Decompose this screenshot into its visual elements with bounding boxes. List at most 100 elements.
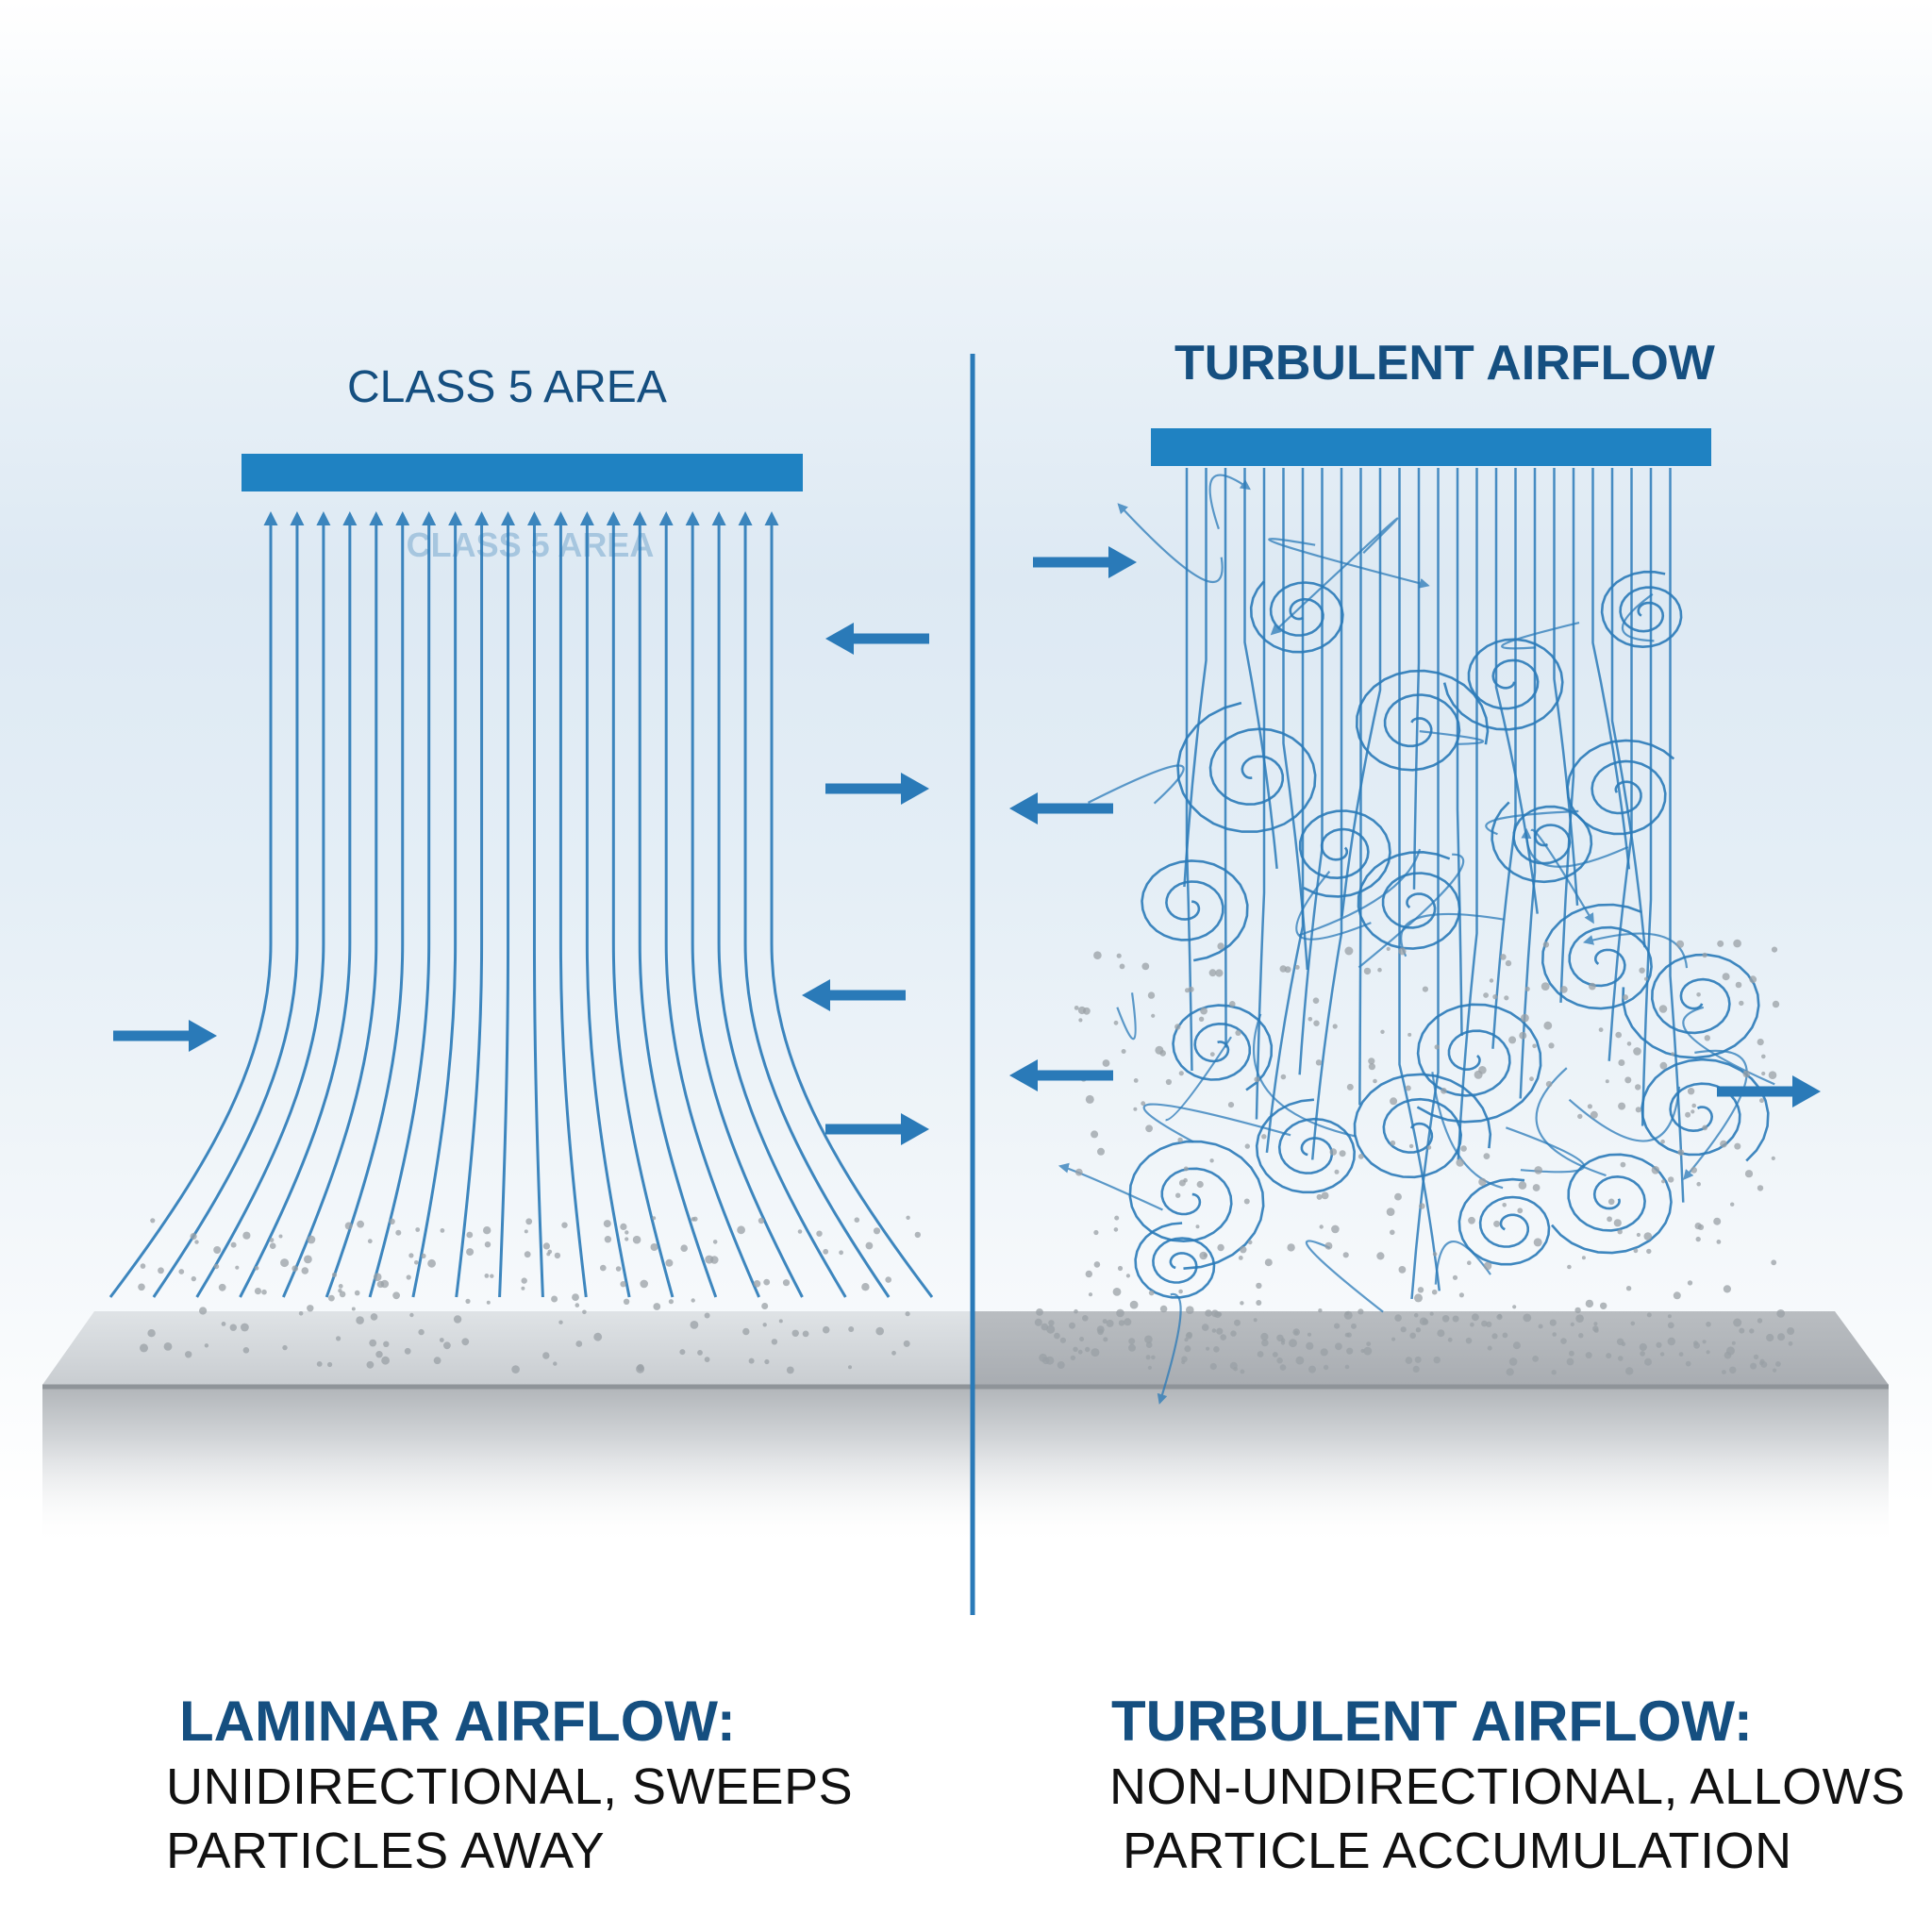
particle-dot: [443, 1341, 451, 1350]
particle-dot: [1220, 1334, 1226, 1341]
particle-dot: [427, 1258, 436, 1268]
particle-dot: [1344, 1332, 1350, 1338]
particle-dot: [1147, 991, 1156, 999]
particle-dot: [1205, 1309, 1212, 1317]
particle-dot: [1661, 1179, 1666, 1184]
particle-dot: [1315, 1059, 1323, 1066]
particle-dot: [1487, 1345, 1492, 1351]
particle-dot: [298, 1311, 304, 1316]
particle-dot: [704, 1357, 710, 1362]
particle-dot: [680, 1244, 688, 1252]
particle-dot: [1129, 1300, 1139, 1309]
particle-dot: [1119, 963, 1125, 970]
particle-dot: [327, 1361, 333, 1368]
particle-dot: [254, 1266, 259, 1271]
particle-dot: [905, 1311, 910, 1317]
particle-dot: [213, 1246, 222, 1254]
particle-dot: [873, 1227, 881, 1235]
particle-dot: [704, 1312, 710, 1319]
particle-dot: [1360, 1348, 1365, 1354]
particle-dot: [875, 1326, 884, 1336]
particle-dot: [1761, 1071, 1766, 1076]
particle-dot: [1720, 1140, 1727, 1148]
particle-dot: [1319, 1224, 1324, 1229]
laminar-flow-line: [553, 511, 588, 1298]
particle-dot: [1478, 1177, 1487, 1187]
particle-dot: [1687, 1280, 1693, 1286]
particle-dot: [1533, 1238, 1542, 1247]
particle-dot: [190, 1233, 197, 1241]
particle-dot: [1407, 1032, 1412, 1037]
particle-dot: [885, 1276, 891, 1283]
particle-dot: [1069, 1322, 1075, 1329]
particle-dot: [1426, 1145, 1432, 1150]
particles: [138, 939, 1795, 1376]
particle-dot: [1695, 1236, 1701, 1242]
particle-dot: [194, 1240, 199, 1244]
eddy-swirl: [1172, 1004, 1274, 1091]
particle-dot: [1117, 1265, 1124, 1272]
particle-dot: [1592, 1325, 1599, 1332]
particle-dot: [461, 1338, 470, 1346]
turbulent-flow-line: [1591, 468, 1631, 870]
turbulent-flow-line: [1669, 468, 1685, 1203]
particle-dot: [1757, 1318, 1763, 1324]
inner-area-label: CLASS 5 AREA: [407, 525, 655, 564]
particle-dot: [1441, 1315, 1450, 1323]
eddy-swirl: [1357, 850, 1461, 950]
laminar-flow-line: [368, 511, 437, 1298]
particle-dot: [1234, 1319, 1241, 1326]
particle-dot: [1366, 1341, 1372, 1346]
particle-dot: [524, 1251, 531, 1258]
particle-dot: [1744, 1170, 1754, 1178]
particle-dot: [1178, 1289, 1183, 1294]
particle-dot: [1577, 1113, 1583, 1120]
eddy-swirl: [1491, 801, 1593, 884]
particle-dot: [1512, 1341, 1521, 1350]
particle-dot: [1074, 1168, 1083, 1176]
particle-dot: [1178, 1071, 1184, 1076]
particle-dot: [1321, 1191, 1329, 1200]
particle-dot: [1240, 1369, 1245, 1374]
arrow-icon: [825, 773, 929, 805]
particle-dot: [1753, 1354, 1759, 1360]
particle-dot: [1048, 1320, 1055, 1326]
particle-dot: [1368, 1058, 1375, 1065]
particle-dot: [1175, 1192, 1181, 1198]
particle-dot: [1566, 1357, 1574, 1366]
particle-dot: [304, 1255, 312, 1264]
particle-dot: [1447, 1337, 1453, 1342]
particle-dot: [761, 1303, 769, 1309]
arrow-icon: [802, 979, 906, 1011]
particle-dot: [1587, 1104, 1592, 1109]
particle-dot: [1696, 1181, 1701, 1187]
particle-dot: [1178, 1179, 1186, 1187]
particle-dot: [1177, 1137, 1183, 1143]
particle-dot: [1343, 1310, 1353, 1320]
particle-dot: [1717, 940, 1724, 947]
particle-dot: [620, 1281, 626, 1288]
particle-dot: [280, 1258, 290, 1268]
particle-dot: [1693, 1341, 1700, 1349]
particle-dot: [1667, 1314, 1672, 1319]
particle-dot: [1357, 1308, 1364, 1315]
turbulent-flow-line: [1298, 468, 1324, 1075]
particle-dot: [1151, 1013, 1156, 1018]
particle-dot: [1332, 1024, 1338, 1029]
particle-dot: [1493, 1220, 1501, 1227]
particle-dot: [1335, 1342, 1342, 1351]
particle-dot: [1733, 939, 1741, 948]
arrow-head: [189, 1020, 217, 1052]
arrow-icon: [1717, 1075, 1821, 1108]
particle-dot: [1500, 954, 1507, 960]
particle-dot: [1184, 1338, 1189, 1342]
particle-dot: [140, 1343, 148, 1353]
particle-dot: [1646, 1312, 1652, 1318]
turbulent-flow-line: [1398, 468, 1441, 1291]
particle-dot: [1735, 981, 1742, 989]
turbulent-streak: [1117, 503, 1224, 583]
particle-dot: [1318, 1308, 1323, 1313]
particle-dot: [1280, 1074, 1287, 1080]
particle-dot: [1452, 1274, 1458, 1280]
